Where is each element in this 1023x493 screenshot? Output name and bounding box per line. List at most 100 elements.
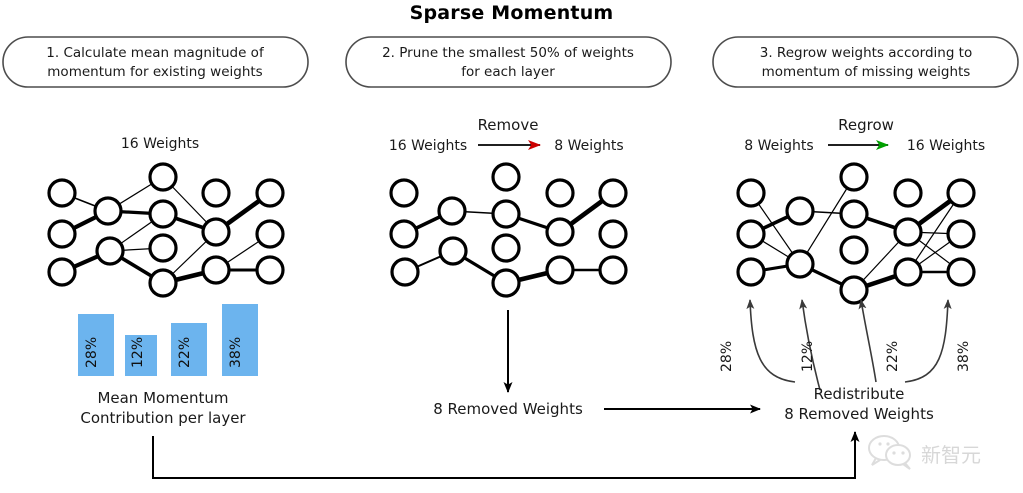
step-box-1[interactable]: 1. Calculate mean magnitude of momentum …	[2, 36, 309, 88]
node	[736, 219, 766, 249]
node	[255, 219, 285, 249]
node	[785, 249, 815, 279]
node	[893, 217, 923, 247]
wechat-icon	[868, 435, 911, 470]
watermark-text: 新智元	[921, 443, 981, 467]
node	[736, 257, 766, 287]
node	[148, 233, 178, 263]
step-box-2-outline	[345, 36, 672, 88]
node	[491, 199, 521, 229]
step-box-3-outline	[712, 36, 1019, 88]
node	[736, 178, 766, 208]
panel1-edges	[61, 176, 272, 286]
step-box-1-line2: momentum for existing weights	[47, 64, 262, 80]
panel2-operation-label: Remove	[478, 116, 539, 134]
redistribute-arrow-4	[904, 299, 952, 383]
redistribute-pct-label-3: 22%	[885, 341, 901, 372]
wechat-icon-dot	[886, 442, 890, 446]
panel2-to-label: 8 Weights	[554, 138, 623, 154]
edge	[799, 176, 855, 265]
node	[148, 199, 178, 229]
panel2-nodes	[389, 162, 628, 298]
node	[839, 199, 869, 229]
node	[598, 219, 628, 249]
watermark: 新智元	[868, 435, 981, 470]
node	[946, 219, 976, 249]
node	[893, 178, 923, 208]
node	[47, 219, 77, 249]
bar-value-label-1: 28%	[84, 337, 100, 368]
bar-layer-3	[171, 323, 207, 376]
node	[390, 257, 420, 287]
node	[389, 178, 419, 208]
momentum-bar-chart: 28% 12% 22% 38%	[78, 304, 258, 376]
wechat-icon-dot	[901, 451, 905, 455]
bar-layer-1	[78, 314, 114, 376]
redistribute-arrow-3	[858, 299, 877, 383]
node	[785, 196, 815, 226]
wechat-icon-dot	[878, 442, 882, 446]
step-box-3-line1: 3. Regrow weights according to	[760, 45, 973, 61]
node	[598, 255, 628, 285]
node	[437, 196, 467, 226]
redistribute-pct-label-1: 28%	[719, 341, 735, 372]
node	[839, 275, 869, 305]
node	[545, 178, 575, 208]
wechat-icon-small-tail	[902, 462, 911, 470]
step-box-3-line2: momentum of missing weights	[762, 64, 971, 80]
step-box-3[interactable]: 3. Regrow weights according to momentum …	[712, 36, 1019, 88]
bar-value-label-2: 12%	[130, 337, 146, 368]
panel2-removed-label: 8 Removed Weights	[433, 400, 583, 418]
node	[946, 257, 976, 287]
node	[438, 236, 468, 266]
node	[491, 162, 521, 192]
node	[148, 268, 178, 298]
node	[946, 178, 976, 208]
panel3-edges	[750, 176, 963, 293]
feedback-loop-arrow	[152, 431, 860, 479]
panel1-network	[47, 162, 285, 298]
panel1-caption-line1: Mean Momentum	[97, 389, 228, 407]
panel3-to-label: 16 Weights	[907, 138, 985, 154]
node	[255, 178, 285, 208]
redistribute-pct-label-4: 38%	[956, 341, 972, 372]
redistribute-arrow-1	[746, 299, 796, 383]
redistribution-arrows	[746, 299, 952, 391]
node	[545, 255, 575, 285]
node	[47, 257, 77, 287]
node	[491, 233, 521, 263]
node	[255, 255, 285, 285]
node	[839, 162, 869, 192]
step-box-1-line1: 1. Calculate mean magnitude of	[46, 45, 265, 61]
panel1-nodes	[47, 162, 285, 298]
node	[389, 219, 419, 249]
node	[148, 162, 178, 192]
node	[545, 217, 575, 247]
bar-layer-2	[125, 335, 157, 376]
node	[93, 196, 123, 226]
panel3-from-label: 8 Weights	[744, 138, 813, 154]
wechat-icon-big-tail	[871, 457, 881, 466]
step-box-2[interactable]: 2. Prune the smallest 50% of weights for…	[345, 36, 672, 88]
panel2-network	[389, 162, 628, 298]
panel1-header: 16 Weights	[121, 136, 199, 152]
step-box-2-line1: 2. Prune the smallest 50% of weights	[382, 45, 634, 61]
redistribute-arrow-2	[799, 299, 821, 391]
node	[491, 268, 521, 298]
step-box-1-outline	[2, 36, 309, 88]
node	[201, 255, 231, 285]
node	[839, 235, 869, 265]
wechat-icon-dot	[892, 451, 896, 455]
node	[47, 178, 77, 208]
edge	[907, 192, 962, 273]
node	[598, 178, 628, 208]
bar-value-label-3: 22%	[177, 337, 193, 368]
panel3-nodes	[736, 162, 976, 305]
node	[201, 178, 231, 208]
panel1-caption-line2: Contribution per layer	[80, 409, 246, 427]
panel3-redistribute-line1: Redistribute	[814, 385, 905, 403]
node	[201, 217, 231, 247]
node	[893, 257, 923, 287]
